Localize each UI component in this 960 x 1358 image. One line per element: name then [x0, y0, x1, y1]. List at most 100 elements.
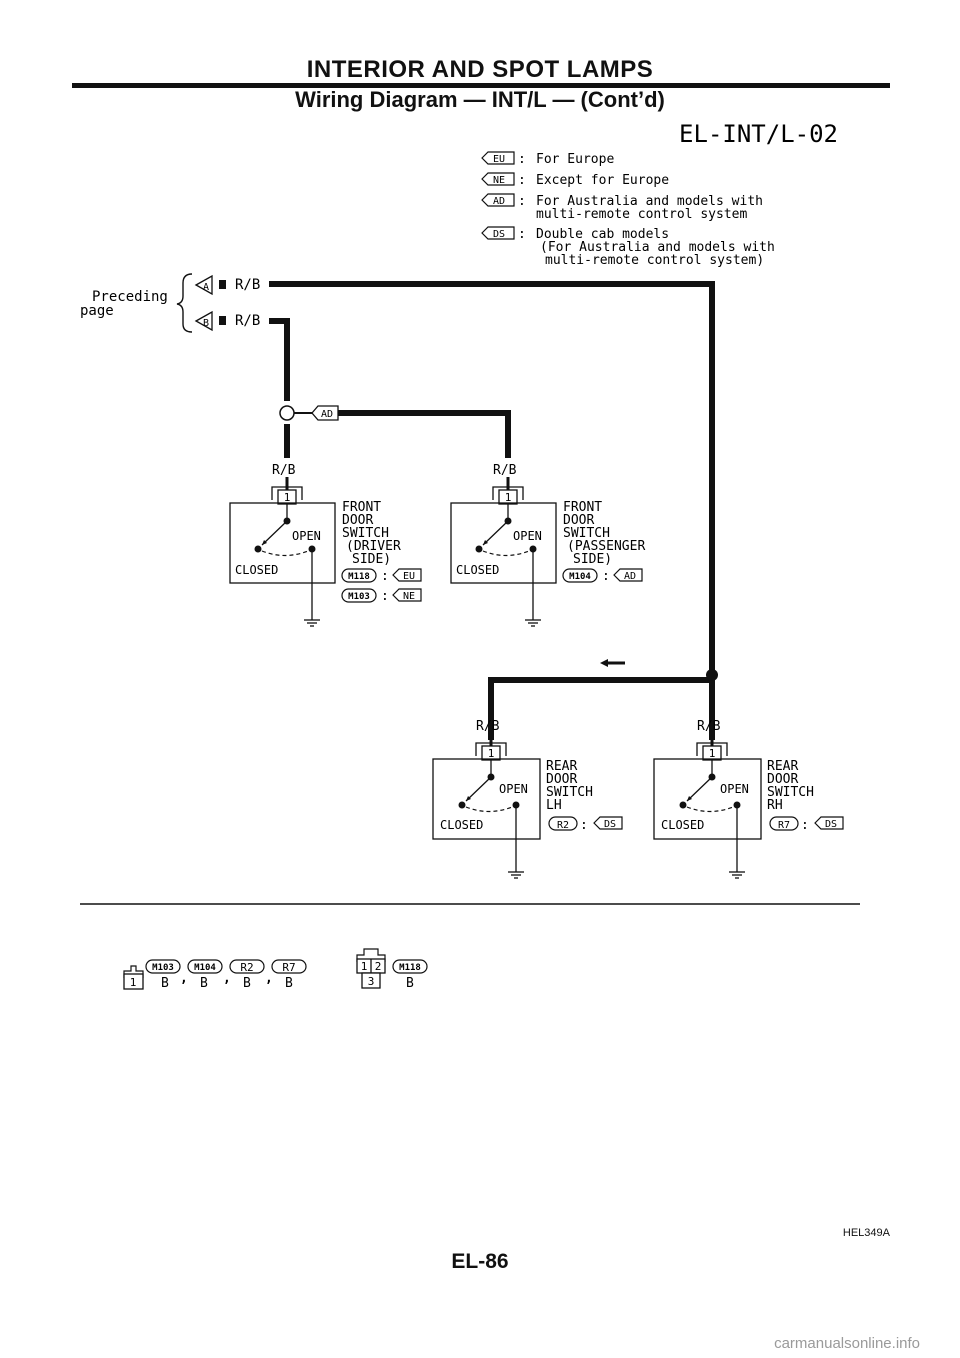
closed-label: CLOSED	[440, 818, 483, 832]
legend-text: Double cab models	[536, 227, 669, 242]
open-label: OPEN	[292, 529, 321, 543]
connector-legend-group-2: 1 2 3 M118 B	[356, 948, 428, 991]
legend-text-3: multi-remote control system)	[545, 253, 764, 268]
switch-name-line: SWITCH	[563, 526, 610, 541]
ground-icon	[729, 871, 745, 879]
ad-option-splice: AD	[279, 405, 339, 421]
pin-number: 1	[361, 960, 368, 973]
switch-name-line: DOOR	[563, 513, 594, 528]
switch-name-line: (PASSENGER	[567, 539, 645, 554]
ground-icon	[508, 871, 524, 879]
svg-text::: :	[602, 569, 610, 584]
connector-legend-group-1: 1 M103 B , M104 B , R2 B , R7 B	[123, 959, 307, 991]
option-legend: EU : For Europe NE : Except for Europe A…	[481, 151, 775, 268]
ground-icon	[525, 619, 541, 627]
option-tag: DS	[825, 819, 837, 830]
preceding-label-2: page	[80, 303, 114, 319]
ground-icon	[304, 619, 320, 627]
svg-text::: :	[518, 227, 526, 242]
legend-item-ne: NE : Except for Europe	[481, 172, 669, 188]
connector-id: R2	[557, 820, 569, 831]
wire-color-label: R/B	[476, 719, 500, 734]
connector-id: M118	[348, 572, 370, 582]
switch-name-line: DOOR	[342, 513, 373, 528]
section-title: INTERIOR AND SPOT LAMPS	[306, 56, 654, 83]
option-tag: AD	[624, 571, 636, 582]
legend-item-eu: EU : For Europe	[481, 151, 614, 167]
svg-text:,: ,	[180, 971, 188, 986]
brace-icon	[176, 273, 193, 333]
switch-name-line: SIDE)	[573, 552, 612, 567]
pin-number: 1	[709, 747, 716, 760]
connector-id: R2	[240, 961, 253, 974]
switch-name-line: SWITCH	[546, 785, 593, 800]
switch-name-line: FRONT	[342, 500, 381, 515]
page-subtitle: Wiring Diagram — INT/L — (Cont’d)	[295, 87, 665, 112]
closed-label: CLOSED	[456, 563, 499, 577]
watermark: carmanualsonline.info	[774, 1335, 920, 1352]
open-label: OPEN	[720, 782, 749, 796]
svg-text::: :	[381, 589, 389, 604]
option-tag: NE	[403, 591, 415, 602]
legend-tag: DS	[493, 229, 505, 240]
option-tag: DS	[604, 819, 616, 830]
legend-item-ds: DS : Double cab models (For Australia an…	[481, 226, 775, 268]
wire-color-label: R/B	[493, 463, 517, 478]
off-page-connector-b	[194, 310, 213, 332]
connector-id: M104	[569, 572, 591, 582]
diagram-code: EL-INT/L-02	[679, 120, 838, 148]
wire-color-label: R/B	[235, 277, 260, 293]
pin-number: 1	[488, 747, 495, 760]
connector-color: B	[285, 976, 293, 991]
switch-name-line: REAR	[546, 759, 577, 774]
svg-text::: :	[518, 173, 526, 188]
switch-name-line: LH	[546, 798, 562, 813]
svg-text::: :	[580, 818, 588, 833]
connector-id: M104	[194, 963, 216, 973]
connector-color: B	[406, 976, 414, 991]
svg-text::: :	[801, 818, 809, 833]
connector-color: B	[161, 976, 169, 991]
svg-text::: :	[518, 152, 526, 167]
legend-text-2: (For Australia and models with	[540, 240, 775, 255]
off-page-connector-a	[194, 274, 213, 296]
pin-number: 1	[505, 491, 512, 504]
pin-number: 2	[375, 960, 382, 973]
option-tag: AD	[321, 409, 333, 420]
legend-text: For Europe	[536, 152, 614, 167]
open-label: OPEN	[499, 782, 528, 796]
switch-name-line: SWITCH	[342, 526, 389, 541]
switch-name-line: FRONT	[563, 500, 602, 515]
front-door-switch-passenger: R/B 1 OPEN CLOSED FRONT DOOR SWITCH (PAS…	[450, 463, 645, 627]
front-door-switch-driver: R/B 1 OPEN CLOSED FRONT DOOR SWITCH (DRI…	[229, 463, 422, 627]
switch-name-line: REAR	[767, 759, 798, 774]
switch-name-line: RH	[767, 798, 783, 813]
preceding-page-reference: Preceding page A R/B B R/B	[80, 273, 260, 333]
legend-item-ad: AD : For Australia and models with multi…	[481, 193, 763, 222]
connector-id: M118	[399, 963, 421, 973]
connector-id: M103	[348, 592, 370, 602]
connector-color: B	[200, 976, 208, 991]
pin-number: 3	[368, 975, 375, 988]
connector-id: R7	[282, 961, 295, 974]
closed-label: CLOSED	[235, 563, 278, 577]
open-label: OPEN	[513, 529, 542, 543]
wire-color-label: R/B	[235, 313, 260, 329]
legend-text: For Australia and models with	[536, 194, 763, 209]
svg-text:B: B	[203, 318, 209, 329]
svg-text:,: ,	[265, 971, 273, 986]
switch-name-line: DOOR	[767, 772, 798, 787]
rear-door-switch-lh: R/B 1 OPEN CLOSED REAR DOOR SWITCH LH R2…	[432, 719, 623, 879]
svg-text:,: ,	[223, 971, 231, 986]
switch-name-line: DOOR	[546, 772, 577, 787]
legend-tag: AD	[493, 196, 505, 207]
figure-code: HEL349A	[842, 1227, 890, 1239]
pin-number: 1	[284, 491, 291, 504]
preceding-label: Preceding	[92, 289, 168, 305]
svg-text::: :	[518, 194, 526, 209]
svg-text::: :	[381, 569, 389, 584]
wire-color-label: R/B	[272, 463, 296, 478]
connector-color: B	[243, 976, 251, 991]
switch-name-line: SWITCH	[767, 785, 814, 800]
wires	[269, 281, 715, 740]
